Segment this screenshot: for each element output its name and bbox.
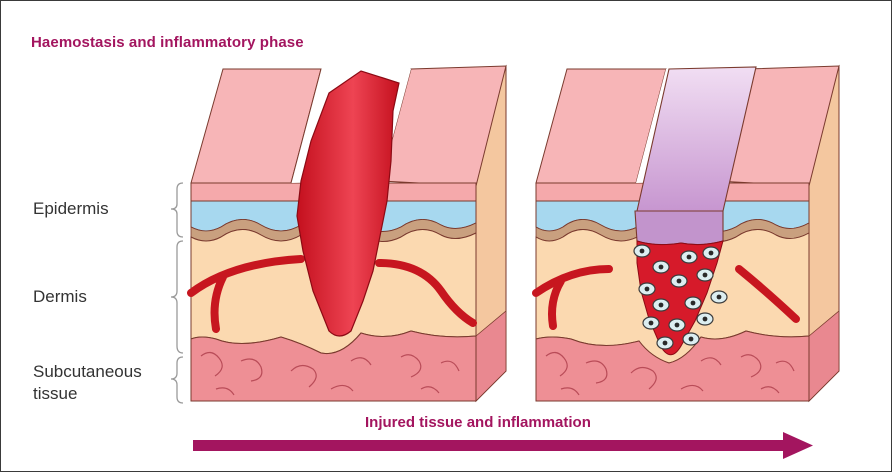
right-skin-block <box>536 66 839 401</box>
dermis-label: Dermis <box>33 286 87 308</box>
left-skin-block <box>191 66 506 401</box>
epidermis-label: Epidermis <box>33 198 109 220</box>
epidermis-bracket <box>171 183 183 237</box>
layer-brackets <box>171 183 183 403</box>
scab-plug <box>635 211 723 245</box>
subcutaneous-label: Subcutaneous tissue <box>33 361 142 405</box>
subcutaneous-label-line2: tissue <box>33 384 77 403</box>
progression-arrow <box>193 432 813 459</box>
arrow-label: Injured tissue and inflammation <box>365 414 591 431</box>
arrow-shaft <box>193 440 791 451</box>
arrowhead-icon <box>783 432 813 459</box>
subcutaneous-bracket <box>171 357 183 403</box>
subcutaneous-label-line1: Subcutaneous <box>33 362 142 381</box>
dermis-bracket <box>171 241 183 353</box>
